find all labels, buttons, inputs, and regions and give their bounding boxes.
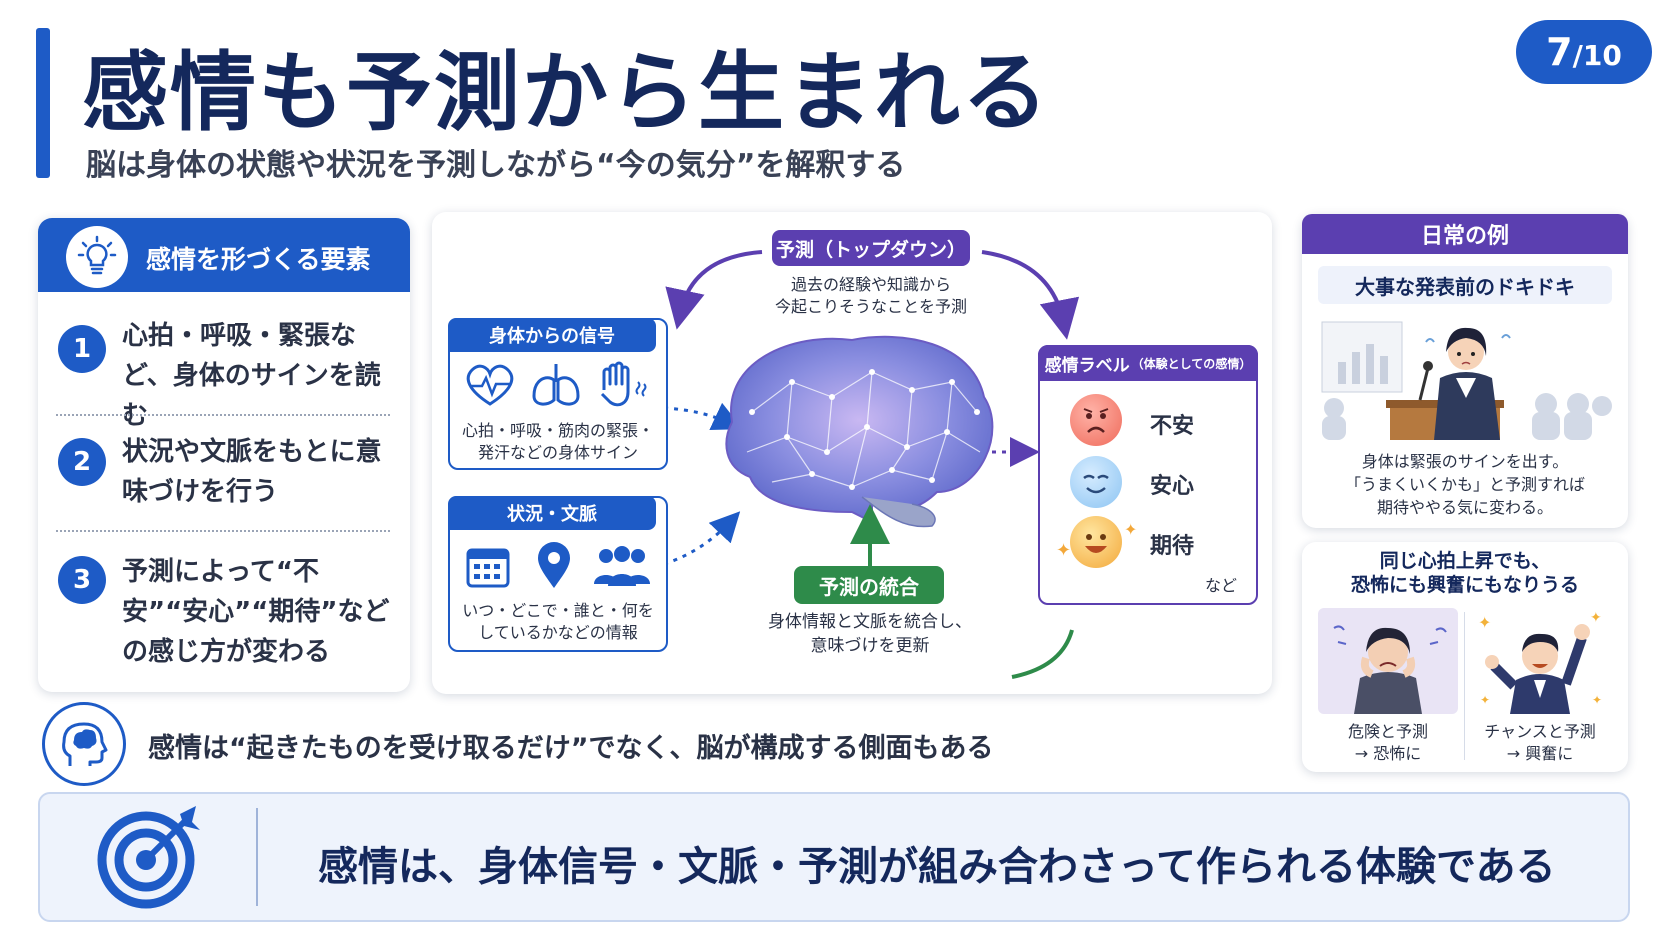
calendar-icon: [464, 542, 512, 594]
conclusion-banner: [38, 792, 1630, 922]
excite-case-2: → 興奮に: [1506, 744, 1574, 763]
lightbulb-icon: [66, 226, 128, 288]
page-number-badge: 7 /10: [1516, 20, 1652, 84]
example-desc-2: 「うまくいくかも」と予測すれば: [1344, 475, 1585, 494]
conclusion-text: 感情は、身体信号・文脈・予測が組み合わさって作られる体験である: [318, 844, 1556, 890]
example-desc-1: 身体は緊張のサインを出す。: [1361, 452, 1569, 471]
divider: [56, 530, 390, 532]
example-title: 大事な発表前のドキドキ: [1318, 266, 1612, 304]
body-signal-label: 身体からの信号: [448, 318, 656, 352]
anxious-face-icon: [1070, 394, 1122, 446]
item-number-2: 2: [58, 438, 106, 486]
svg-text:✦: ✦: [1480, 693, 1490, 707]
body-signal-desc-2: 発汗などの身体サイン: [477, 443, 638, 462]
prediction-desc-1: 過去の経験や知識から: [790, 275, 951, 294]
fearful-person-illustration: [1318, 608, 1458, 714]
heart-icon: [462, 362, 518, 412]
context-desc-2: しているかなどの情報: [478, 623, 638, 642]
emotion-relief: 安心: [1150, 474, 1195, 499]
item-text-1: 心拍・呼吸・緊張など、身体のサインを読む: [122, 321, 381, 431]
head-brain-icon: [42, 702, 126, 786]
emotion-anxiety: 不安: [1150, 414, 1195, 439]
comparison-title-2: 恐怖にも興奮にもなりうる: [1350, 574, 1579, 596]
lungs-icon: [528, 360, 584, 414]
body-signal-desc-1: 心拍・呼吸・筋肉の緊張・: [461, 421, 654, 440]
location-pin-icon: [534, 540, 574, 594]
bottom-note: 感情は“起きたものを受け取るだけ”でなく、脳が構成する側面もある: [148, 733, 994, 764]
emotion-expectation: 期待: [1150, 534, 1195, 559]
hand-sweat-icon: [594, 360, 650, 414]
svg-text:✦: ✦: [1478, 613, 1491, 632]
example-desc-3: 期待ややる気に変わる。: [1376, 498, 1553, 517]
relieved-face-icon: [1070, 456, 1122, 508]
emotion-label-title: 感情ラベル: [1044, 355, 1130, 376]
context-label: 状況・文脈: [448, 496, 656, 530]
emotion-label-sub: （体験としての感情）: [1131, 356, 1252, 371]
emotions-etc: など: [1205, 576, 1238, 595]
item-number-1: 1: [58, 325, 106, 373]
diagram-graphics: [663, 250, 1080, 679]
page-current: 7: [1546, 30, 1573, 74]
prediction-label: 予測（トップダウン）: [772, 230, 970, 266]
people-group-icon: [592, 544, 652, 592]
banner-divider: [256, 808, 258, 906]
fear-case-1: 危険と予測: [1347, 722, 1428, 741]
page-title: 感情も予測から生まれる: [82, 43, 1050, 143]
expectant-face-icon: [1070, 516, 1122, 568]
elements-card-title: 感情を形づくる要素: [146, 245, 371, 274]
page-total: /10: [1572, 39, 1622, 72]
emotion-label-header: 感情ラベル （体験としての感情）: [1038, 345, 1258, 381]
context-desc-1: いつ・どこで・誰と・何を: [462, 601, 654, 620]
target-icon: [96, 800, 206, 914]
integration-desc-2: 意味づけを更新: [810, 636, 930, 656]
sparkle-icon: ✦: [1124, 520, 1138, 539]
svg-text:✦: ✦: [1590, 610, 1602, 626]
svg-text:✦: ✦: [1592, 693, 1602, 707]
item-number-3: 3: [58, 556, 106, 604]
integration-label: 予測の統合: [794, 566, 944, 604]
prediction-desc-2: 今起こりそうなことを予測: [774, 297, 967, 316]
divider: [56, 414, 390, 416]
excite-case-1: チャンスと予測: [1484, 722, 1596, 741]
fear-case-2: → 恐怖に: [1354, 744, 1422, 763]
page-subtitle: 脳は身体の状態や状況を予測しながら“今の気分”を解釈する: [86, 148, 906, 183]
item-text-3: 予測によって“不安”“安心”“期待”などの感じ方が変わる: [122, 557, 390, 667]
item-text-2: 状況や文脈をもとに意味づけを行う: [122, 437, 382, 507]
sparkle-icon: ✦: [1056, 540, 1072, 561]
presenter-illustration: [1321, 321, 1612, 440]
comparison-divider: [1464, 612, 1465, 760]
daily-example-header: 日常の例: [1302, 214, 1628, 254]
integration-desc-1: 身体情報と文脈を統合し、: [768, 612, 972, 632]
excited-person-illustration: ✦ ✦ ✦ ✦: [1470, 608, 1610, 714]
comparison-title-1: 同じ心拍上昇でも、: [1379, 550, 1551, 572]
title-accent-bar: [36, 28, 50, 178]
